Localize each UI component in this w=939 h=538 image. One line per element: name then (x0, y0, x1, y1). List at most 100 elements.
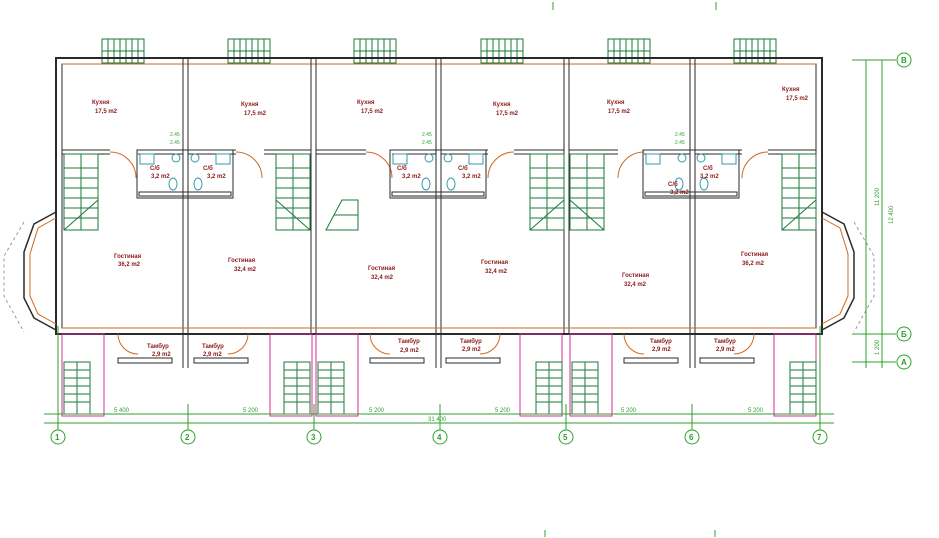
top-stair-2 (227, 38, 271, 64)
vestibule-6-area: 2,9 m2 (716, 347, 735, 353)
axis-col-3: 3 (311, 433, 316, 442)
kitchen-1-name: Кухня (92, 100, 110, 106)
kitchen-2-name: Кухня (241, 102, 259, 108)
porch-stair-2 (283, 361, 311, 415)
kitchen-partitions (62, 149, 816, 155)
kitchen-1-area: 17,5 m2 (95, 109, 118, 115)
living-6-name: Гостиная (741, 252, 769, 258)
dim-right-total: 12 400 (889, 205, 895, 224)
axis-row-b: Б (901, 330, 907, 339)
interior-stairs (63, 153, 817, 231)
dim-seg-1: 5 400 (114, 408, 130, 414)
vestibule-4-name: Тамбур (460, 338, 482, 345)
living-4-area: 32,4 m2 (485, 269, 508, 275)
bath-1-area: 3,2 m2 (151, 174, 170, 180)
porch-stair-1 (63, 361, 91, 415)
bath-2-name: С/б (203, 165, 213, 172)
kitchen-5-name: Кухня (607, 100, 625, 106)
bath-mark-6: 2.45 (675, 140, 685, 146)
axis-col-6: 6 (689, 433, 694, 442)
axis-col-7: 7 (817, 433, 822, 442)
living-5-name: Гостиная (622, 273, 650, 279)
axis-bubbles (50, 52, 912, 445)
dim-right-upper: 11 200 (875, 187, 881, 206)
bath-6-name: С/б (703, 165, 713, 172)
interior-stair-6 (781, 153, 817, 231)
kitchen-6-area: 17,5 m2 (786, 96, 809, 102)
bath-marks: 2.45 2.45 2.45 2.45 2.45 2.45 (170, 132, 685, 146)
kitchen-5-area: 17,5 m2 (608, 109, 631, 115)
dim-seg-5: 5 200 (621, 408, 637, 414)
kitchen-4-name: Кухня (493, 102, 511, 108)
porch-stair-5 (571, 361, 599, 415)
vestibule-5-area: 2,9 m2 (652, 347, 671, 353)
dimension-labels: 5 400 5 200 5 200 5 200 5 200 5 200 31 4… (114, 187, 895, 423)
living-5-area: 32,4 m2 (624, 282, 647, 288)
living-3-area: 32,4 m2 (371, 275, 394, 281)
top-stair-3 (353, 38, 397, 64)
porch-stair-3 (317, 361, 345, 415)
dim-right-lower: 1 200 (875, 339, 881, 355)
bath-6-area: 3,2 m2 (700, 174, 719, 180)
door-arcs (109, 151, 769, 179)
interior-stair-2 (275, 153, 311, 231)
bath-block-3-4 (389, 149, 487, 199)
section-marks (544, 2, 717, 537)
bath-5-area: 3,2 m2 (670, 190, 689, 196)
top-stair-4 (480, 38, 524, 64)
axis-labels: 1 2 3 4 5 6 7 В Б А (55, 56, 907, 442)
interior-stair-4 (529, 153, 565, 231)
porch-stair-4 (535, 361, 563, 415)
axis-col-4: 4 (437, 433, 442, 442)
bath-4-name: С/б (458, 165, 468, 172)
bath-2-area: 3,2 m2 (207, 174, 226, 180)
axis-row-v: В (901, 56, 907, 65)
interior-stair-5 (569, 153, 605, 231)
bath-1-name: С/б (150, 165, 160, 172)
bay-window-right (821, 211, 875, 333)
axis-col-2: 2 (185, 433, 190, 442)
dim-seg-6: 5 200 (748, 408, 764, 414)
living-4-name: Гостиная (481, 260, 509, 266)
vestibule-5-name: Тамбур (650, 338, 672, 345)
kitchen-2-area: 17,5 m2 (244, 111, 267, 117)
kitchen-6-name: Кухня (782, 87, 800, 93)
axis-col-5: 5 (563, 433, 568, 442)
vestibule-1-area: 2,9 m2 (152, 352, 171, 358)
living-1-area: 36,2 m2 (118, 262, 141, 268)
dim-total: 31 400 (428, 417, 447, 423)
bathrooms (136, 149, 740, 199)
dim-seg-3: 5 200 (369, 408, 385, 414)
bath-block-1-2 (136, 149, 234, 199)
bath-mark-2: 2.45 (170, 140, 180, 146)
vestibule-2-area: 2,9 m2 (203, 352, 222, 358)
vestibule-3-area: 2,9 m2 (400, 348, 419, 354)
dimension-lines (44, 59, 896, 430)
living-3-name: Гостиная (368, 266, 396, 272)
living-2-area: 32,4 m2 (234, 267, 257, 273)
axis-row-a: А (901, 358, 907, 367)
bath-5-name: С/б (668, 181, 678, 188)
vestibule-4-area: 2,9 m2 (462, 347, 481, 353)
bath-mark-5: 2.45 (675, 132, 685, 138)
bath-block-5-6 (642, 149, 740, 199)
vestibule-partitions (62, 327, 816, 368)
living-6-area: 36,2 m2 (742, 261, 765, 267)
interior-stair-1 (63, 153, 99, 231)
dim-seg-4: 5 200 (495, 408, 511, 414)
bath-3-name: С/б (397, 165, 407, 172)
porch-stair-6 (789, 361, 817, 415)
vestibule-3-name: Тамбур (398, 338, 420, 345)
dim-seg-2: 5 200 (243, 408, 259, 414)
porches (61, 333, 817, 417)
living-2-name: Гостиная (228, 258, 256, 264)
top-stair-6 (733, 38, 777, 64)
bay-window-left (3, 211, 57, 333)
room-labels: Кухня 17,5 m2 Кухня 17,5 m2 Кухня 17,5 m… (92, 87, 809, 358)
kitchen-4-area: 17,5 m2 (496, 111, 519, 117)
bath-mark-4: 2.45 (422, 140, 432, 146)
interior-stair-3 (325, 199, 359, 231)
bath-4-area: 3,2 m2 (462, 174, 481, 180)
kitchen-3-area: 17,5 m2 (361, 109, 384, 115)
